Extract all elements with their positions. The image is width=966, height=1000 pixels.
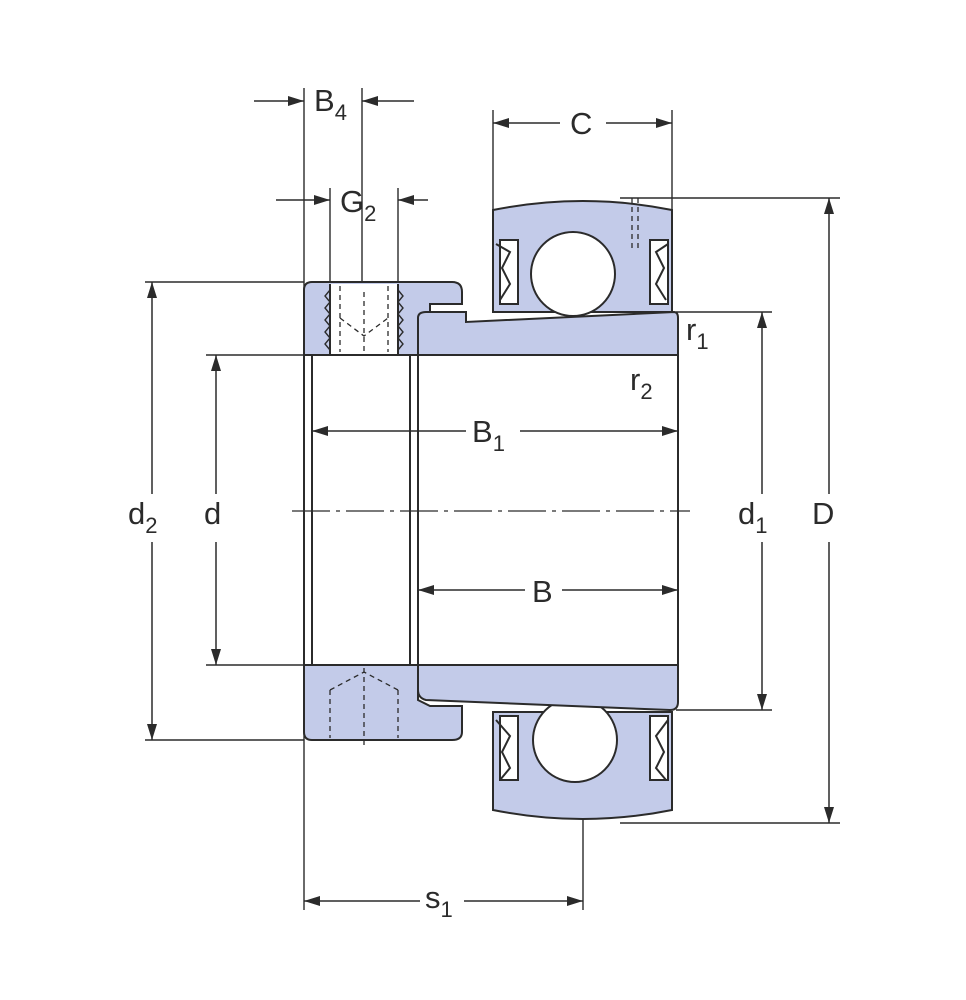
outer-ring-top-section: [492, 198, 673, 317]
label-G2: G2: [340, 184, 376, 226]
ball-bottom: [532, 697, 618, 783]
label-r2: r2: [630, 362, 653, 404]
label-C: C: [570, 106, 592, 141]
label-D: D: [812, 496, 834, 531]
inner-ring-bottom-section: [303, 664, 679, 748]
label-d2: d2: [128, 496, 158, 538]
bore-outline: [303, 354, 679, 666]
set-screw-bottom: [329, 668, 399, 748]
ball-top: [530, 231, 616, 317]
set-screw-top: [324, 284, 404, 355]
label-s1: s1: [425, 880, 453, 922]
label-d1: d1: [738, 496, 768, 538]
dimension-lines: [147, 96, 834, 906]
label-r1: r1: [686, 312, 709, 354]
seal-pocket-top: [499, 239, 519, 305]
label-B4: B4: [314, 83, 347, 125]
label-B: B: [532, 574, 553, 609]
label-B1: B1: [472, 414, 505, 456]
inner-ring-top-section: [303, 281, 679, 356]
label-d: d: [204, 496, 221, 531]
outer-ring-bottom-section: [492, 697, 673, 820]
